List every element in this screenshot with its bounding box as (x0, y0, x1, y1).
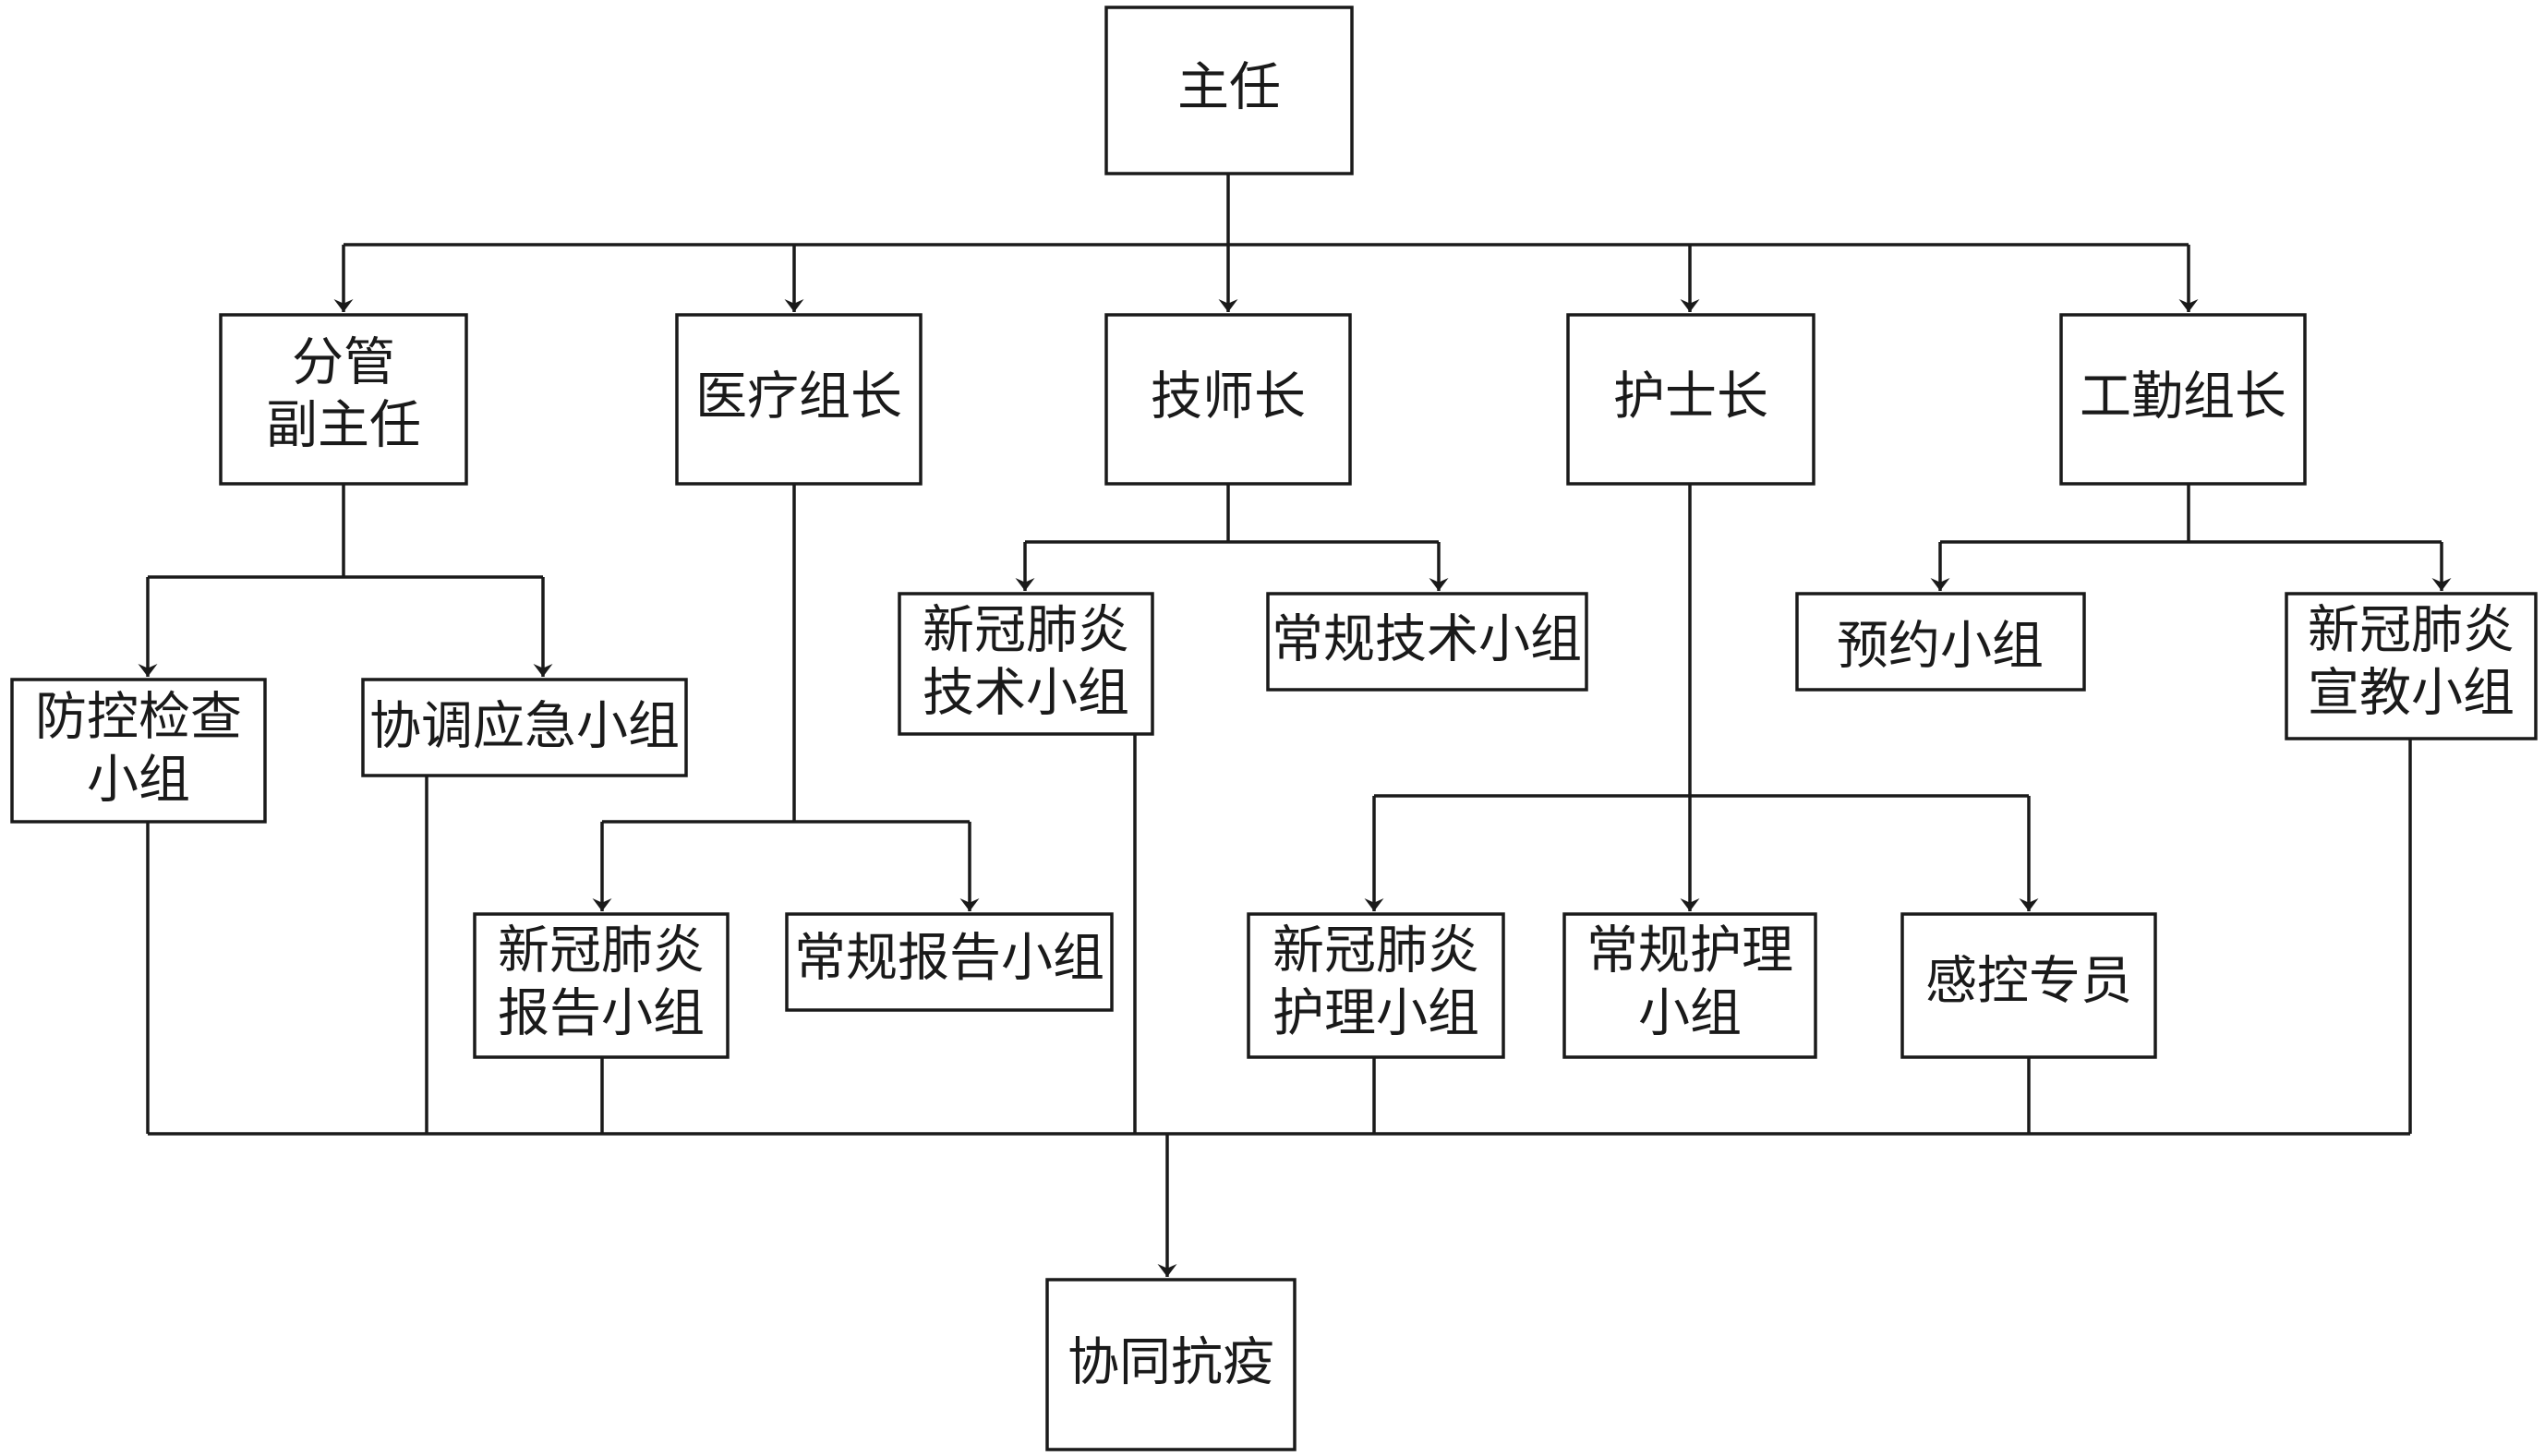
routine-tech-group-label: 常规技术小组 (1272, 610, 1582, 670)
medical-leader-label: 医疗组长 (695, 367, 902, 427)
routine-report-group-label: 常规报告小组 (794, 929, 1104, 989)
routine-tech-group-box (1266, 592, 1588, 692)
covid-nursing-group-box (1247, 912, 1505, 1059)
routine-report-group-box (785, 912, 1114, 1012)
covid-nursing-group-label-line2: 护理小组 (1272, 984, 1479, 1044)
logistics-leader-box (2059, 313, 2307, 486)
covid-education-group-label-line2: 宣教小组 (2308, 664, 2515, 724)
infection-control-officer-box (1900, 912, 2157, 1059)
nodes (10, 6, 2538, 1451)
connectors (138, 174, 2452, 1277)
emergency-group-box (361, 678, 688, 777)
routine-nursing-group-label-line2: 小组 (1638, 984, 1742, 1044)
deputy-director-label-line2: 副主任 (266, 396, 421, 456)
emergency-group-label: 协调应急小组 (369, 697, 680, 757)
covid-report-group-label-line2: 报告小组 (498, 984, 705, 1044)
medical-leader-box (675, 313, 923, 486)
covid-nursing-group-label-line1: 新冠肺炎 (1272, 921, 1479, 981)
logistics-leader-label: 工勤组长 (2080, 367, 2286, 427)
director-label: 主任 (1177, 58, 1281, 118)
covid-tech-group-label-line1: 新冠肺炎 (923, 601, 1129, 661)
labels: 主任 分管 副主任 医疗组长 技师长 护士长 工勤组长 防控检查 小组 协调应急… (35, 58, 2515, 1393)
routine-nursing-group-box (1562, 912, 1817, 1059)
chief-technician-box (1104, 313, 1352, 486)
covid-tech-group-label-line2: 技术小组 (923, 664, 1129, 724)
routine-nursing-group-label-line1: 常规护理 (1586, 921, 1793, 981)
head-nurse-box (1566, 313, 1815, 486)
appointment-group-box (1795, 592, 2086, 692)
director-box (1104, 6, 1354, 175)
appointment-group-label: 预约小组 (1837, 617, 2044, 677)
covid-report-group-label-line1: 新冠肺炎 (498, 921, 705, 981)
inspection-group-label-line2: 小组 (87, 751, 190, 811)
covid-tech-group-box (898, 592, 1154, 736)
inspection-group-label-line1: 防控检查 (35, 688, 242, 748)
head-nurse-label: 护士长 (1613, 367, 1768, 427)
joint-fight-box (1045, 1278, 1297, 1451)
deputy-director-label-line1: 分管 (292, 333, 395, 393)
chief-technician-label: 技师长 (1151, 367, 1306, 427)
covid-education-group-box (2285, 592, 2538, 740)
deputy-director-box (219, 313, 468, 486)
covid-report-group-box (473, 912, 730, 1059)
inspection-group-box (10, 678, 267, 824)
infection-control-officer-label: 感控专员 (1925, 952, 2132, 1012)
covid-education-group-label-line1: 新冠肺炎 (2308, 601, 2515, 661)
joint-fight-label: 协同抗疫 (1067, 1333, 1274, 1393)
